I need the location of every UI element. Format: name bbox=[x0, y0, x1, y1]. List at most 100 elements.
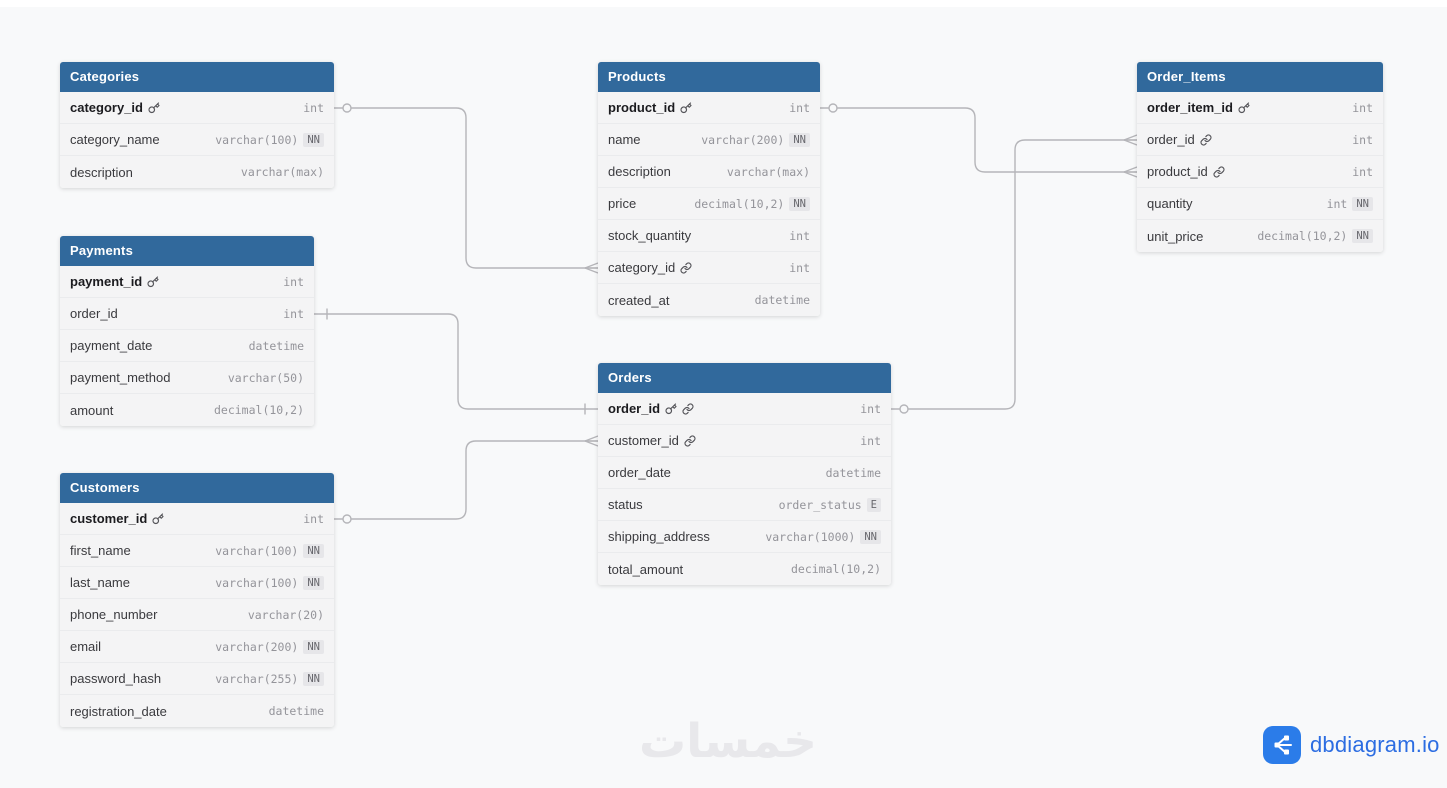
field-type: int bbox=[303, 511, 324, 526]
table-title: Products bbox=[608, 69, 666, 84]
field-name: last_name bbox=[70, 575, 130, 590]
table-header-categories[interactable]: Categories bbox=[60, 62, 334, 92]
dbdiagram-logo[interactable]: dbdiagram.io bbox=[1263, 726, 1440, 764]
field-name: payment_method bbox=[70, 370, 171, 385]
not-null-badge: NN bbox=[1352, 229, 1373, 243]
rel-customers-orders[interactable] bbox=[334, 440, 598, 520]
field-type: varchar(100) bbox=[215, 543, 299, 558]
key-icon bbox=[147, 275, 159, 288]
field-name: payment_id bbox=[70, 274, 143, 289]
table-header-customers[interactable]: Customers bbox=[60, 473, 334, 503]
not-null-badge: NN bbox=[303, 671, 324, 686]
many-crowfoot-marker bbox=[584, 440, 599, 447]
rel-products-order_items[interactable] bbox=[820, 107, 1137, 173]
field-name: customer_id bbox=[608, 433, 679, 448]
field-name: product_id bbox=[608, 100, 676, 115]
field-name: created_at bbox=[608, 292, 670, 308]
not-null-badge: NN bbox=[303, 543, 324, 558]
field-name: amount bbox=[70, 402, 114, 418]
table-header-products[interactable]: Products bbox=[598, 62, 820, 92]
link-icon bbox=[680, 262, 692, 274]
field-row-products-created_at[interactable]: created_at datetime bbox=[598, 284, 820, 316]
field-type: varchar(max) bbox=[726, 164, 810, 179]
field-type: varchar(50) bbox=[227, 370, 304, 385]
field-name: payment_date bbox=[70, 338, 153, 353]
table-header-orders[interactable]: Orders bbox=[598, 363, 891, 393]
link-icon bbox=[682, 403, 694, 415]
many-crowfoot-marker bbox=[1123, 139, 1138, 146]
field-type: int bbox=[1352, 100, 1373, 115]
field-type: varchar(255) bbox=[215, 671, 299, 686]
rel-categories-products[interactable] bbox=[334, 107, 598, 269]
field-type: int bbox=[283, 306, 304, 321]
table-title: Customers bbox=[70, 480, 140, 495]
table-header-payments[interactable]: Payments bbox=[60, 236, 314, 266]
field-type: varchar(1000) bbox=[765, 529, 856, 544]
field-type: datetime bbox=[754, 293, 810, 307]
field-name: category_name bbox=[70, 132, 160, 147]
watermark-text: خمسات bbox=[638, 714, 818, 769]
field-row-payments-payment_method[interactable]: payment_method varchar(50) bbox=[60, 362, 314, 394]
key-icon bbox=[148, 101, 160, 114]
field-row-products-description[interactable]: description varchar(max) bbox=[598, 156, 820, 188]
not-null-badge: NN bbox=[1352, 196, 1373, 211]
field-type: int bbox=[860, 401, 881, 416]
field-row-customers-customer_id[interactable]: customer_id int bbox=[60, 503, 334, 535]
rel-payments-orders[interactable] bbox=[314, 313, 598, 410]
field-name: email bbox=[70, 639, 102, 654]
rel-orders-order_items[interactable] bbox=[891, 139, 1137, 410]
field-type: int bbox=[303, 100, 324, 115]
one-marker bbox=[899, 404, 909, 414]
field-type: varchar(max) bbox=[240, 165, 324, 179]
field-name: category_id bbox=[70, 100, 143, 115]
field-name: quantity bbox=[1147, 196, 1193, 211]
field-type: int bbox=[1352, 164, 1373, 179]
not-null-badge: NN bbox=[303, 639, 324, 654]
table-title: Orders bbox=[608, 370, 652, 385]
key-icon bbox=[680, 101, 692, 114]
table-header-order_items[interactable]: Order_Items bbox=[1137, 62, 1383, 92]
one-marker bbox=[828, 103, 838, 113]
field-name: name bbox=[608, 132, 641, 147]
field-row-categories-category_id[interactable]: category_id int bbox=[60, 92, 334, 124]
field-type: int bbox=[789, 260, 810, 275]
field-name: description bbox=[608, 164, 671, 179]
field-name: customer_id bbox=[70, 511, 148, 526]
